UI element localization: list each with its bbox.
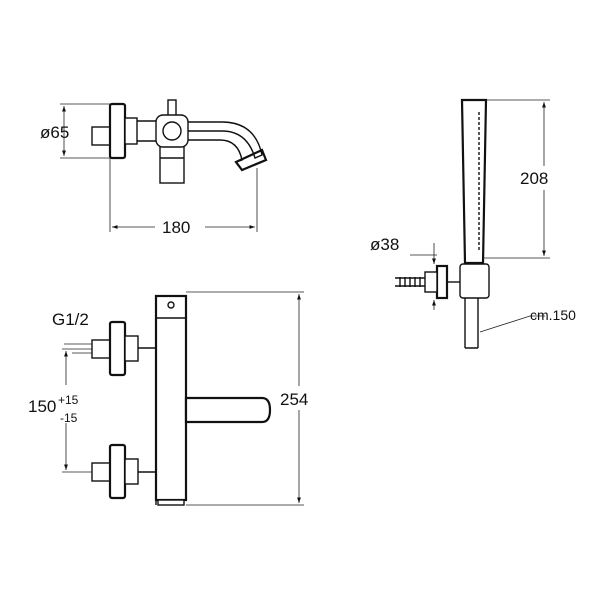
dim-top-width: 180 <box>109 158 255 237</box>
top-body-circle <box>162 121 182 141</box>
front-body-outlet <box>157 499 185 506</box>
label-hose-length: cm.150 <box>530 307 576 323</box>
top-diverter-pipe <box>159 142 185 184</box>
front-lower-escutcheon <box>108 443 127 500</box>
dim-shower-height: 208 <box>483 99 562 259</box>
top-view <box>91 99 268 232</box>
label-top-diameter: ø65 <box>40 123 69 142</box>
label-top-width: 180 <box>162 218 190 237</box>
front-spout <box>184 396 272 424</box>
top-body-knob <box>155 114 189 148</box>
label-spacing-tol-minus: -15 <box>60 411 78 425</box>
shower-holder <box>459 263 490 299</box>
dim-thread: G1/2 <box>52 310 92 354</box>
dim-front-height: 254 <box>186 291 320 506</box>
front-view <box>91 294 272 506</box>
shower-thread-marks <box>399 277 421 287</box>
top-spout-outlet <box>234 148 268 172</box>
front-lever-pivot <box>167 301 175 309</box>
label-shower-diameter: ø38 <box>370 235 399 254</box>
label-spacing: 150 <box>28 397 56 416</box>
front-lower-nut <box>124 458 139 485</box>
shower-connector <box>424 271 438 293</box>
front-upper-connector <box>91 339 111 359</box>
front-upper-escutcheon <box>108 320 127 377</box>
shower-wall-flange <box>435 264 449 300</box>
hand-shower <box>395 98 490 349</box>
shower-handle <box>460 98 488 265</box>
dim-shower-diameter: ø38 <box>370 235 437 310</box>
top-escutcheon <box>108 102 127 160</box>
front-upper-nut <box>124 335 139 362</box>
label-thread: G1/2 <box>52 310 89 329</box>
dim-spacing: 150 +15 -15 <box>28 348 92 473</box>
top-spout-lower <box>188 139 243 163</box>
dim-hose-length: cm.150 <box>479 307 576 333</box>
dim-top-diameter: ø65 <box>40 103 110 159</box>
label-front-height: 254 <box>280 390 308 409</box>
label-spacing-tol-plus: +15 <box>58 393 79 407</box>
front-mixer-body <box>154 294 188 502</box>
front-lower-connector <box>91 462 111 482</box>
label-shower-height: 208 <box>520 169 548 188</box>
top-inlet-connector <box>91 126 111 146</box>
top-nut <box>124 117 138 145</box>
top-spout-upper <box>188 121 263 159</box>
shower-hose <box>464 298 479 349</box>
